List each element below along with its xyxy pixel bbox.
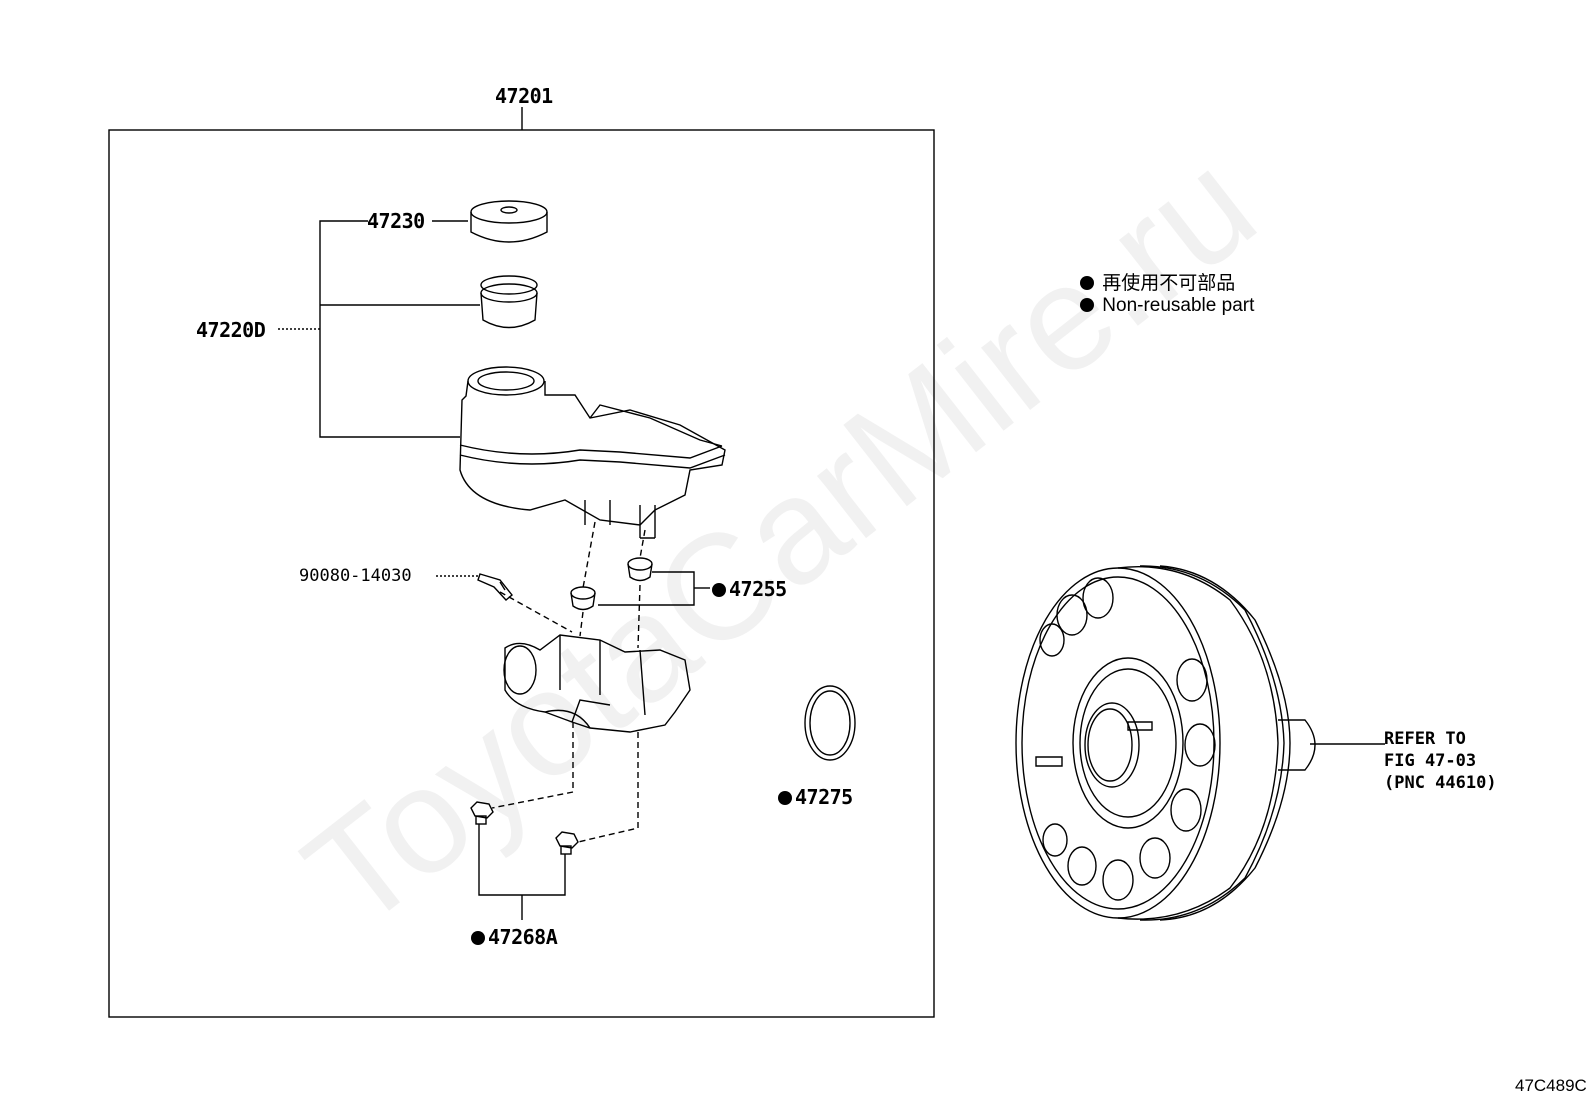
strainer <box>480 275 538 329</box>
reservoir-tank <box>459 366 726 539</box>
union-bolt-bracket <box>478 824 566 896</box>
part-label-o-ring: 47275 <box>778 785 853 809</box>
part-label-pin: 90080-14030 <box>299 566 412 586</box>
part-label-union-bolt: 47268A <box>471 925 558 949</box>
union-bolt-left <box>470 801 494 825</box>
legend-en: Non-reusable part <box>1080 295 1254 317</box>
non-reusable-icon <box>778 791 792 805</box>
refer-note: REFER TO FIG 47-03 (PNC 44610) <box>1384 728 1497 794</box>
part-label-reservoir-set: 47220D <box>196 318 266 342</box>
non-reusable-icon <box>712 583 726 597</box>
legend-jp: 再使用不可部品 <box>1080 268 1235 295</box>
refer-line-3: (PNC 44610) <box>1384 773 1497 793</box>
pin <box>477 573 513 601</box>
union-bolt-right <box>555 831 579 855</box>
refer-line-1: REFER TO <box>1384 729 1466 749</box>
reservoir-bracket <box>319 220 460 438</box>
brake-booster <box>1015 565 1385 921</box>
part-label-grommet: 47255 <box>712 577 787 601</box>
non-reusable-icon <box>471 931 485 945</box>
part-label-cap: 47230 <box>367 209 425 233</box>
reservoir-cap <box>470 200 548 243</box>
grommet-lower <box>570 586 596 611</box>
non-reusable-icon <box>1080 276 1094 290</box>
non-reusable-icon <box>1080 298 1094 312</box>
refer-line-2: FIG 47-03 <box>1384 751 1477 771</box>
grommet-upper <box>627 557 653 582</box>
grommet-bracket <box>598 571 695 606</box>
o-ring <box>804 685 856 761</box>
master-cylinder <box>503 634 691 733</box>
assembly-label: 47201 <box>495 84 553 108</box>
figure-code: 47C489C <box>1515 1076 1587 1095</box>
assembly-frame <box>108 129 935 1018</box>
